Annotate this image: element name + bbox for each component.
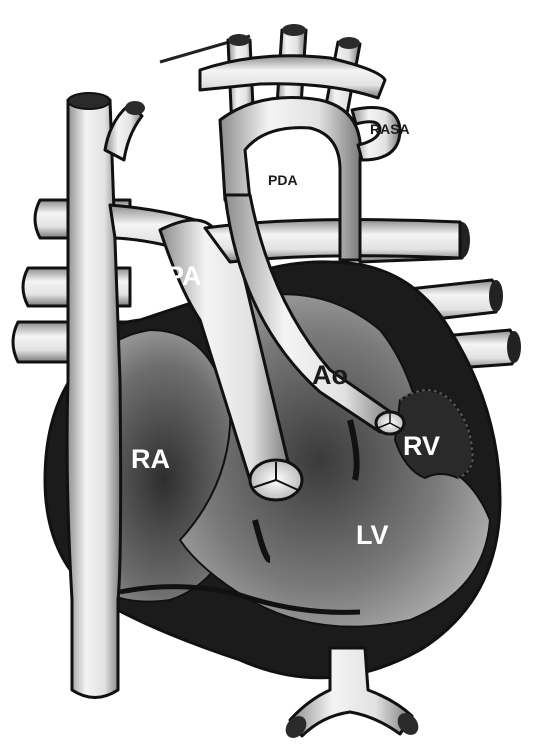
label-ao: Ao	[312, 360, 348, 390]
label-ra: RA	[131, 444, 170, 474]
label-lv: LV	[356, 520, 389, 550]
pulmonary-valve	[250, 460, 302, 500]
label-rasa: RASA	[370, 121, 410, 137]
aortic-valve	[376, 412, 404, 434]
label-pa: PA	[166, 261, 202, 291]
label-rv: RV	[403, 431, 440, 461]
label-pda: PDA	[268, 172, 298, 188]
